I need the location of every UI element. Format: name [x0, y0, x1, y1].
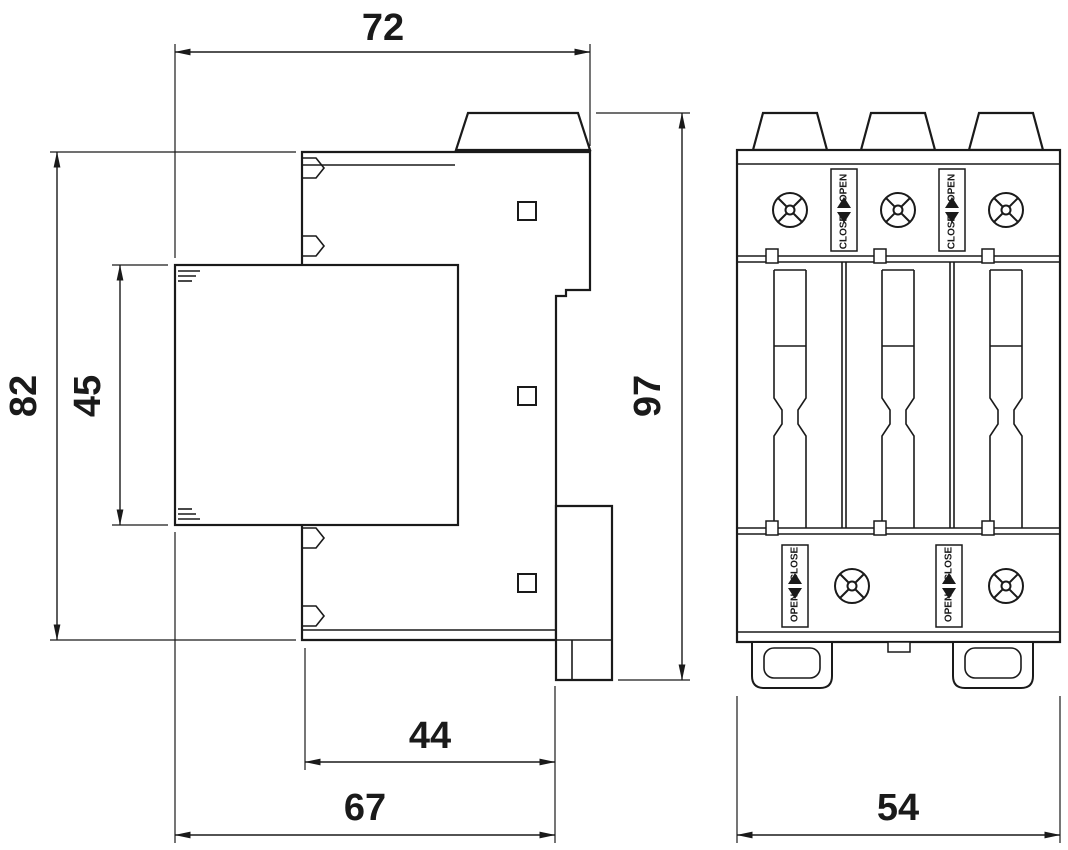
close-label: CLOSE	[944, 546, 955, 581]
front-module-dividers	[841, 262, 955, 528]
close-open-indicator: CLOSE OPEN	[935, 544, 963, 628]
front-view: OPEN CLOSE OPEN CLOSE CLOSE OPEN CLOSE O…	[735, 111, 1062, 689]
close-label: CLOSE	[839, 214, 850, 249]
dim-label-inner-depth: 44	[409, 715, 451, 757]
close-label: CLOSE	[790, 546, 801, 581]
front-mounting-feet	[751, 641, 1034, 689]
dimension-front-width: 54	[736, 787, 1061, 839]
arrow-down-icon	[788, 588, 802, 599]
dimension-overall-depth: 67	[174, 787, 556, 839]
module-handle-3	[989, 269, 1023, 528]
front-terminal-knobs	[751, 111, 1045, 152]
dim-label-overall-depth: 67	[344, 787, 386, 829]
open-close-indicator: OPEN CLOSE	[938, 168, 966, 252]
arrow-up-icon	[837, 197, 851, 208]
dim-label-total-height: 97	[627, 375, 669, 417]
front-release-tabs	[765, 248, 995, 536]
open-label: OPEN	[839, 174, 850, 202]
front-dividers	[737, 255, 1060, 633]
side-latch-clips	[302, 157, 326, 627]
dimension-total-height: 97	[627, 112, 686, 681]
dimension-module-height: 45	[67, 264, 124, 526]
arrow-up-icon	[788, 573, 802, 584]
screw-icon	[988, 192, 1024, 228]
screw-icon	[772, 192, 808, 228]
screw-icon	[834, 568, 870, 604]
arrow-up-icon	[945, 197, 959, 208]
module-handle-1	[773, 269, 807, 528]
dim-label-module-height: 45	[67, 375, 109, 417]
dim-label-front-width: 54	[877, 787, 919, 829]
side-view	[173, 111, 614, 682]
arrow-down-icon	[942, 588, 956, 599]
dim-label-top-width: 72	[362, 7, 404, 49]
side-square-windows	[517, 201, 537, 593]
module-handle-2	[881, 269, 915, 528]
dimension-inner-depth: 44	[304, 715, 556, 766]
arrow-down-icon	[945, 212, 959, 223]
side-plug-module	[173, 263, 460, 527]
arrow-down-icon	[837, 212, 851, 223]
dim-label-overall-height: 82	[3, 375, 45, 417]
screw-icon	[880, 192, 916, 228]
side-din-foot	[554, 504, 614, 682]
screw-icon	[988, 568, 1024, 604]
open-label: OPEN	[947, 174, 958, 202]
open-label: OPEN	[944, 594, 955, 622]
open-label: OPEN	[790, 594, 801, 622]
close-open-indicator: CLOSE OPEN	[781, 544, 809, 628]
dimension-top-width: 72	[174, 7, 591, 56]
side-terminal-knob	[454, 111, 592, 152]
open-close-indicator: OPEN CLOSE	[830, 168, 858, 252]
arrow-up-icon	[942, 573, 956, 584]
close-label: CLOSE	[947, 214, 958, 249]
dimension-overall-height: 82	[3, 151, 61, 641]
